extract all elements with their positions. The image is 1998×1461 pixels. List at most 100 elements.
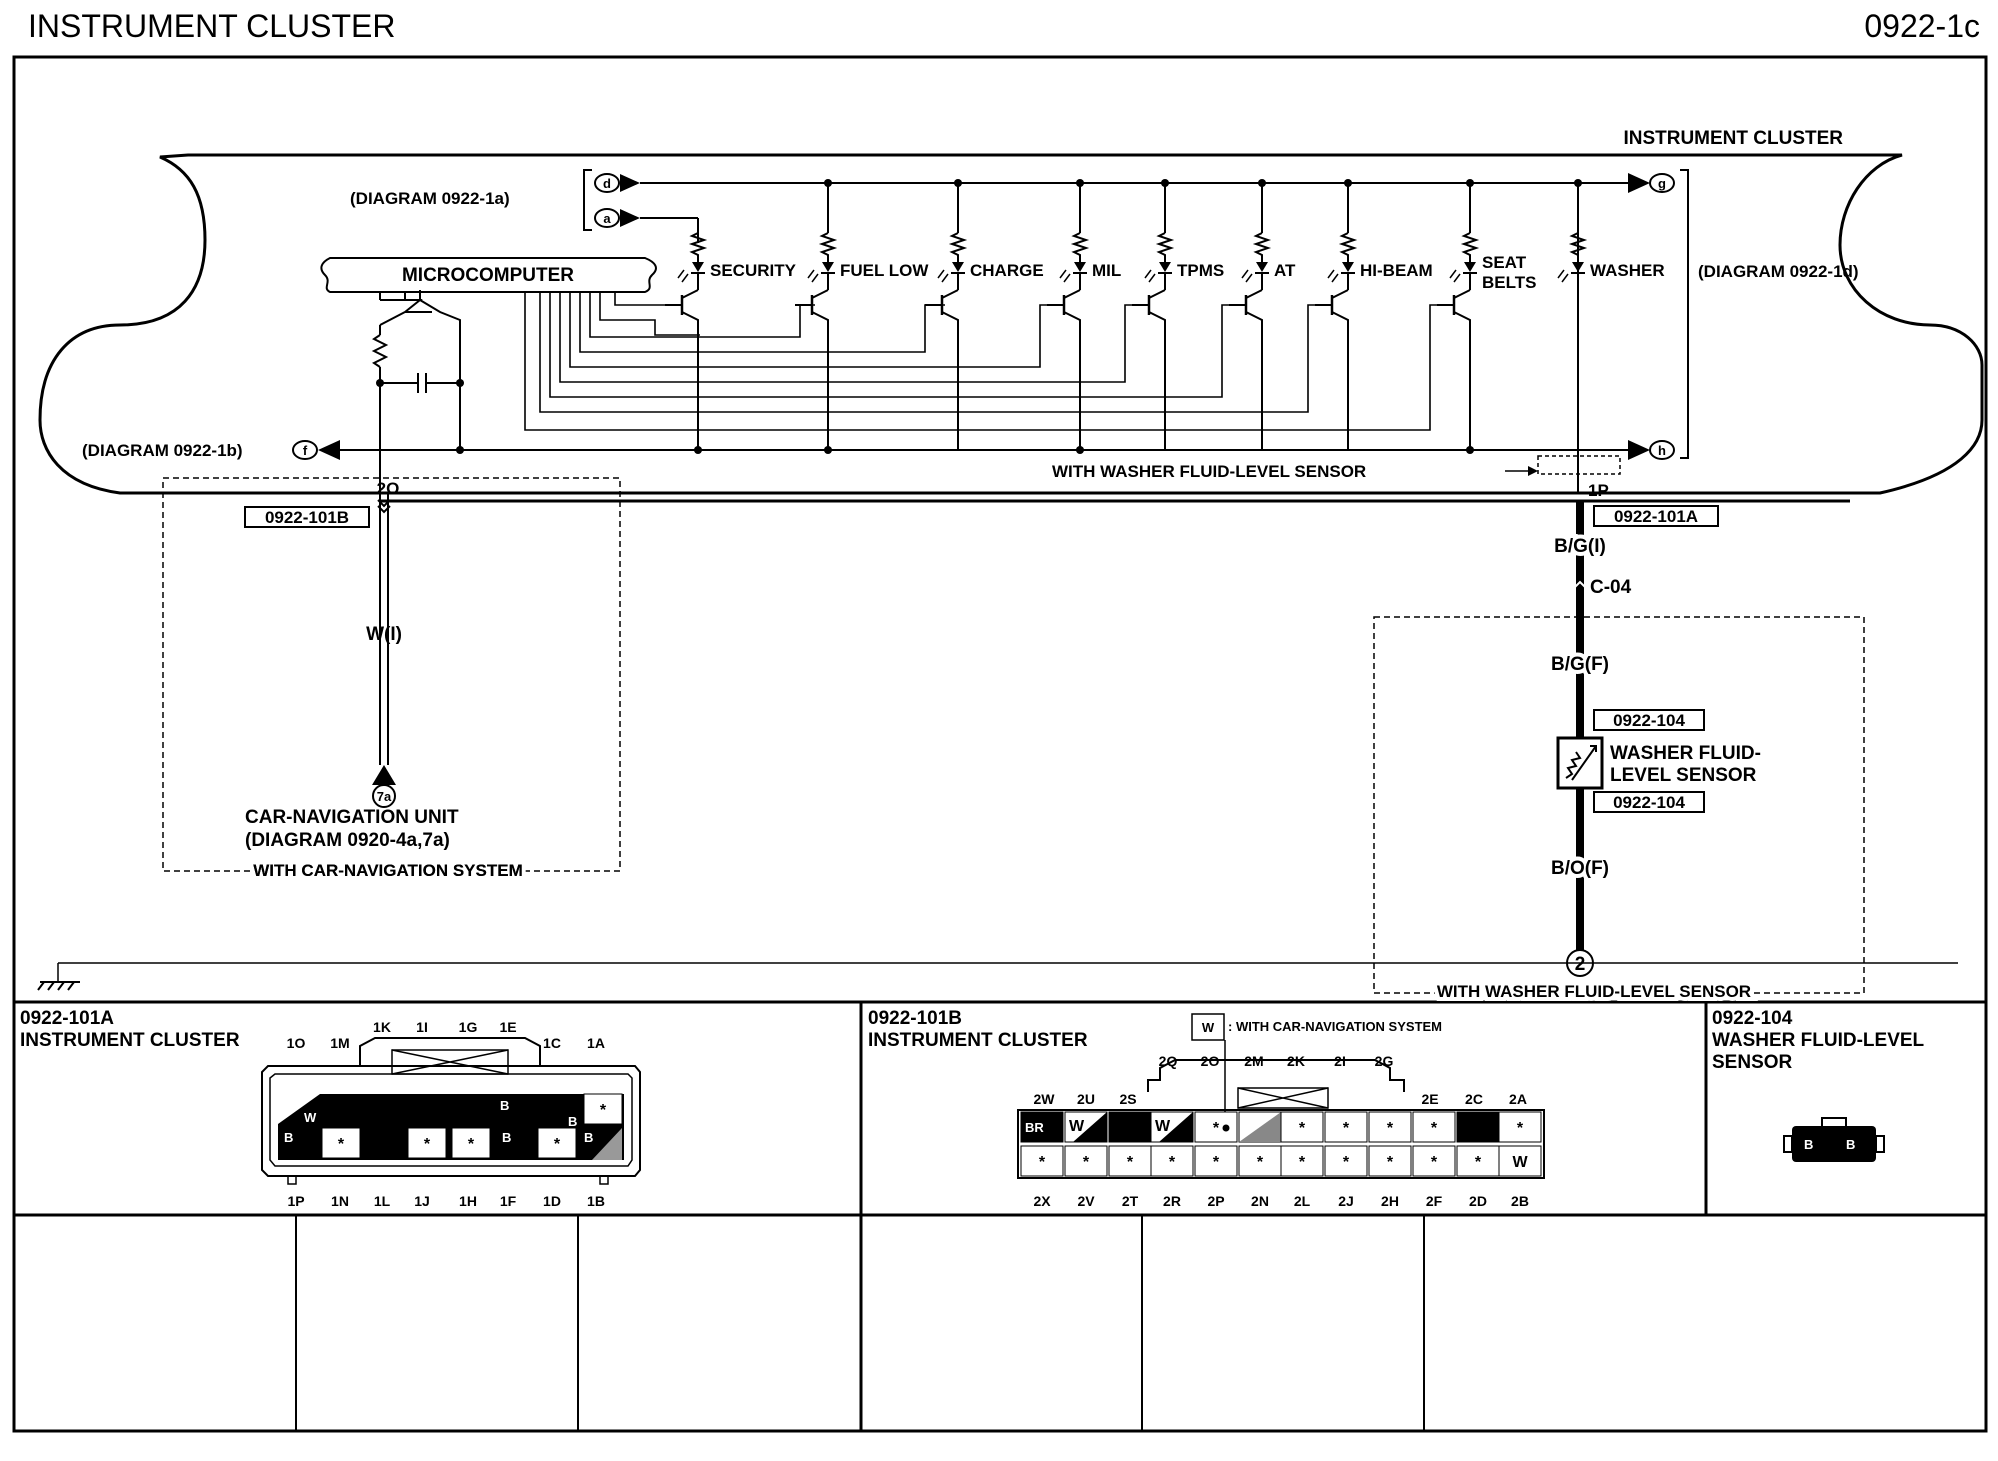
conn-b-star-label: * (1213, 1120, 1220, 1137)
led-rays-icon (1327, 269, 1339, 283)
led-icon (1256, 262, 1268, 272)
led-icon (1464, 262, 1476, 272)
conn-a-top-pin-label: 1C (543, 1035, 561, 1051)
transistor-icon (1453, 289, 1471, 450)
conn-b-top-lower-pin-label: 2A (1509, 1091, 1527, 1107)
connector-a-label: a (603, 211, 611, 226)
conn-b-name: INSTRUMENT CLUSTER (868, 1030, 1088, 1051)
conn-b-bottom-cell (1150, 1145, 1194, 1177)
nav-pin-label: 2O (377, 479, 400, 498)
indicator-belts-label: BELTS (1482, 273, 1536, 292)
conn-b-bottom-cell-label: * (1431, 1154, 1438, 1171)
conn-b-bottom-cell-label: * (1343, 1154, 1350, 1171)
conn-b-bottom-cell-label: * (1039, 1154, 1046, 1171)
washer-sensor-note: WITH WASHER FLUID-LEVEL SENSOR (1052, 462, 1366, 481)
conn-b-bottom-cell (1020, 1145, 1064, 1177)
conn-b-star-label: * (1387, 1120, 1394, 1137)
conn-a-cell (451, 1127, 491, 1159)
conn-b-bottom-cell-label: * (1387, 1154, 1394, 1171)
washer-joint-chevron-icon (1573, 580, 1587, 589)
arrow-g-icon (1628, 173, 1650, 193)
conn-a-w-label: W (304, 1110, 317, 1125)
conn-a-star-cells: **** (321, 1127, 577, 1159)
nav-connector-label: 0922-101B (265, 508, 349, 527)
conn-b-bottom-cell-label: W (1512, 1154, 1528, 1171)
conn-a-bottom-pin-label: 1P (287, 1193, 304, 1209)
conn-a-b-label-2: B (284, 1130, 293, 1145)
conn-b-bottom-pin-label: 2L (1294, 1193, 1311, 1209)
conn-b-top-cell (1324, 1111, 1368, 1143)
conn-b-star-label: * (1431, 1120, 1438, 1137)
microcomputer-output-wires (524, 292, 1455, 431)
conn-a-bottom-pin-label: 1L (374, 1193, 391, 1209)
conn-b-legend-text: : WITH CAR-NAVIGATION SYSTEM (1228, 1019, 1442, 1034)
conn-b-top-cell (1368, 1111, 1412, 1143)
connector-h-label: h (1658, 443, 1666, 458)
conn-a-latch (359, 1037, 541, 1066)
indicator-washer-label: WASHER (1590, 261, 1665, 280)
washer-sensor-line1: WASHER FLUID- (1610, 743, 1761, 764)
conn-a-b-label-5: B (584, 1130, 593, 1145)
conn-a-cell (407, 1127, 447, 1159)
washer-sensor-line2: LEVEL SENSOR (1610, 765, 1757, 786)
connector-d-icon (594, 173, 620, 193)
microcomputer-internal-circuit (371, 290, 461, 500)
ground-bus-dots (694, 446, 1474, 454)
nav-unit-ref: (DIAGRAM 0920-4a,7a) (245, 830, 450, 851)
resistor-icon (1155, 232, 1175, 262)
conn-a-latch-box (391, 1049, 509, 1075)
conn-a-cell-label: * (468, 1136, 475, 1153)
conn-b-bottom-cell (1456, 1145, 1500, 1177)
transistor-icon (1331, 289, 1349, 450)
conn-b-bottom-pin-label: 2X (1033, 1193, 1051, 1209)
conn-b-bottom-pin-label: 2D (1469, 1193, 1487, 1209)
conn-b-latch-x-icon (1237, 1087, 1329, 1109)
conn-b-bottom-cell-label: * (1299, 1154, 1306, 1171)
conn-a-shade (592, 1128, 622, 1160)
indicator-fuel-low-label: FUEL LOW (840, 261, 929, 280)
conn-b-bottom-pin-label: 2H (1381, 1193, 1399, 1209)
conn-b-bottom-cell (1064, 1145, 1108, 1177)
conn-b-top-lower-pin-label: 2S (1119, 1091, 1136, 1107)
indicator-charge-label: CHARGE (970, 261, 1044, 280)
conn-a-top-pin-label: 1A (587, 1035, 605, 1051)
conn-b-bottom-pin-label: 2P (1207, 1193, 1224, 1209)
nav-system-box-label-text: WITH CAR-NAVIGATION SYSTEM (253, 861, 522, 880)
transistor-icon (811, 289, 829, 450)
led-rays-icon (1449, 269, 1461, 283)
conn-b-bottom-cell (1238, 1145, 1282, 1177)
conn-b-w-fill (1159, 1112, 1193, 1142)
conn-a-cell-label: * (554, 1136, 561, 1153)
transistor-icon (1245, 289, 1263, 450)
conn-b-top-cell (1194, 1111, 1238, 1143)
connector-g-label: g (1658, 176, 1666, 191)
conn-b-top-lower-pin-label: 2E (1421, 1091, 1438, 1107)
conn-b-code: 0922-101B (868, 1008, 962, 1029)
led-rays-icon (937, 269, 949, 283)
indicator-seat-label: SEAT (1482, 253, 1527, 272)
conn-b-top-lower-pin-label: 2U (1077, 1091, 1095, 1107)
indicator-security-label: SECURITY (710, 261, 797, 280)
indicator-columns (697, 183, 1579, 243)
junction-dots (824, 179, 1582, 187)
conn-a-top-pin-label: 1K (373, 1019, 391, 1035)
conn-b-top-cell (1498, 1111, 1542, 1143)
conn-b-legend-dot (1222, 1124, 1230, 1132)
arrow-h-icon (1628, 440, 1650, 460)
conn-b-bottom-cell-label: * (1475, 1154, 1482, 1171)
conn-c-right-tab (1875, 1135, 1885, 1153)
conn-a-top-pin-label: 1E (499, 1019, 516, 1035)
ground-ref-label: 2 (1575, 954, 1586, 975)
led-rays-icon (807, 269, 819, 283)
conn-b-top-cell (1108, 1111, 1152, 1143)
arrow-a-icon (620, 209, 640, 227)
conn-c-housing (1792, 1126, 1876, 1162)
washer-pin-label: 1P (1588, 481, 1609, 500)
washer-connector-tag (1593, 505, 1719, 527)
conn-a-cell (537, 1127, 577, 1159)
washer-system-box-label: WITH WASHER FLUID-LEVEL SENSOR (1437, 982, 1751, 1001)
conn-b-bottom-cell-label: * (1257, 1154, 1264, 1171)
conn-b-shade (1239, 1112, 1281, 1142)
